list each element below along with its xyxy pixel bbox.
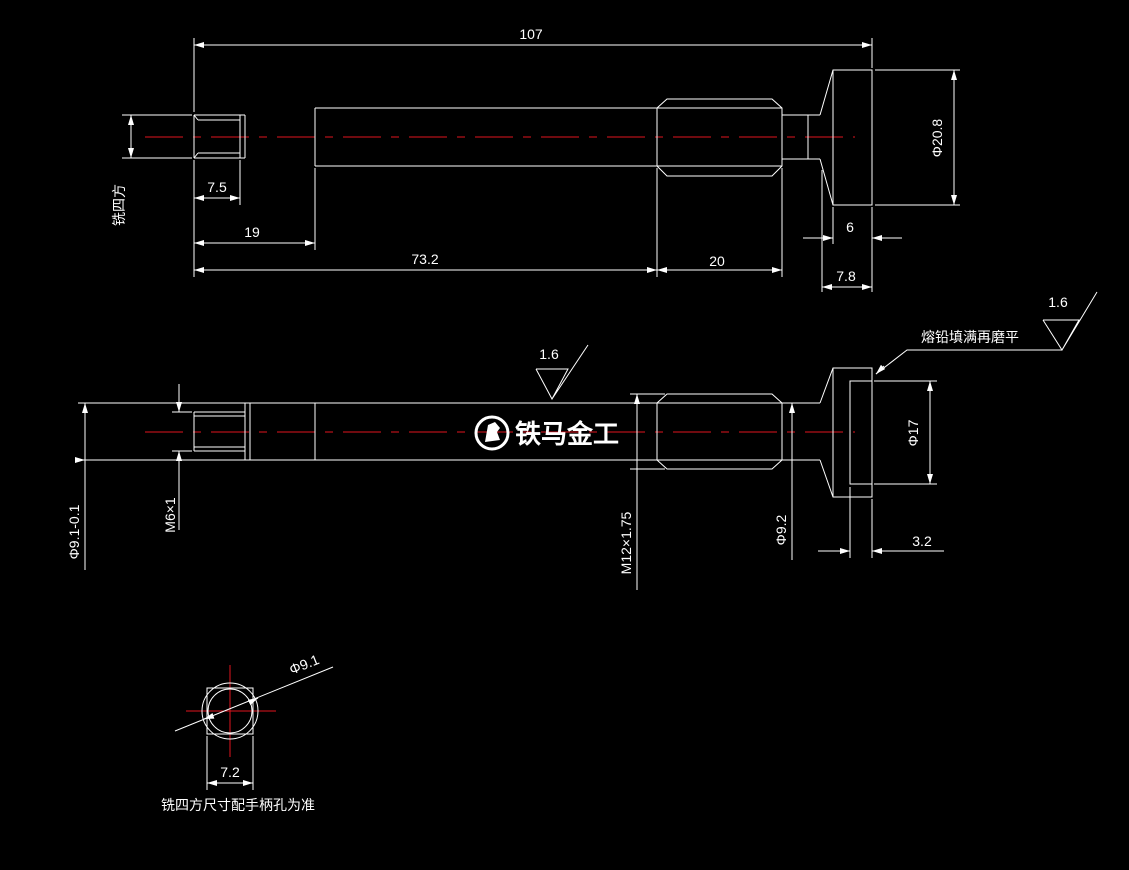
dim-7-8-label: 7.8	[836, 268, 856, 284]
top-hex	[656, 98, 783, 177]
dim-7-5-label: 7.5	[207, 179, 227, 195]
lead-fill-note: 1.6 熔铅填满再磨平	[875, 291, 1098, 375]
dim-20-label: 20	[709, 253, 725, 269]
top-shaft	[314, 107, 660, 167]
dim-end-phi9-1: Φ9.1	[174, 651, 334, 732]
dim-phi17-label: Φ17	[905, 419, 921, 446]
dim-square-left: 铣四方	[111, 114, 192, 226]
dim-3-2: 3.2	[818, 487, 944, 558]
dim-6-label: 6	[846, 219, 854, 235]
side-head	[819, 367, 873, 498]
dim-phi9-1-tol: Φ9.1-0.1	[66, 402, 245, 570]
end-view-note: 铣四方尺寸配手柄孔为准	[161, 797, 315, 813]
roughness-left-label: 1.6	[539, 346, 559, 362]
dim-phi9-2-label: Φ9.2	[773, 514, 789, 545]
watermark-text: 铁马金工	[515, 419, 619, 450]
horse-icon	[485, 422, 500, 442]
top-head	[819, 69, 873, 206]
dim-end-7-2-label: 7.2	[220, 764, 240, 780]
side-shaft	[250, 402, 660, 461]
dim-m6: M6×1	[162, 384, 192, 533]
dim-phi9-2: Φ9.2	[773, 402, 800, 560]
dim-73-2-label: 73.2	[411, 251, 438, 267]
dim-73-2: 73.2	[193, 160, 658, 277]
watermark-logo: 铁马金工	[474, 415, 619, 451]
dim-end-7-2: 7.2	[206, 736, 254, 790]
end-view: Φ9.1 7.2 铣四方尺寸配手柄孔为准	[161, 651, 334, 813]
outer-circle	[201, 682, 259, 740]
side-threaded-end	[193, 402, 251, 461]
inner-circle	[207, 688, 253, 734]
dim-7-5: 7.5	[194, 160, 241, 205]
top-neck	[782, 114, 820, 160]
square-outline	[206, 687, 254, 735]
dim-20: 20	[657, 168, 783, 277]
top-square-end	[193, 114, 246, 159]
dim-107: 107	[193, 26, 873, 112]
dim-phi20-8: Φ20.8	[875, 69, 960, 206]
note-lead-label: 熔铅填满再磨平	[921, 329, 1019, 345]
dim-7-8: 7.8	[821, 170, 872, 292]
dim-19: 19	[194, 168, 316, 250]
dim-phi9-1-tol-label: Φ9.1-0.1	[66, 504, 82, 559]
dim-107-label: 107	[519, 26, 543, 42]
roughness-symbol-left: 1.6	[535, 344, 589, 401]
dim-m12-label: M12×1.75	[618, 511, 634, 574]
dim-phi20-8-label: Φ20.8	[929, 119, 945, 158]
note-square-label: 铣四方	[111, 184, 127, 226]
dim-m6-label: M6×1	[162, 497, 178, 533]
dim-6: 6	[803, 207, 902, 292]
side-view: 1.6 1.6 熔铅填满再磨平 Φ9.1-0.1 M6×1	[66, 291, 1098, 590]
dim-3-2-label: 3.2	[912, 533, 932, 549]
dim-m12: M12×1.75	[618, 393, 665, 590]
top-view: 107 Φ20.8 铣四方 7.5 19	[111, 26, 960, 292]
dim-phi17: Φ17	[874, 380, 937, 485]
roughness-right-label: 1.6	[1048, 294, 1068, 310]
dim-19-label: 19	[244, 224, 260, 240]
